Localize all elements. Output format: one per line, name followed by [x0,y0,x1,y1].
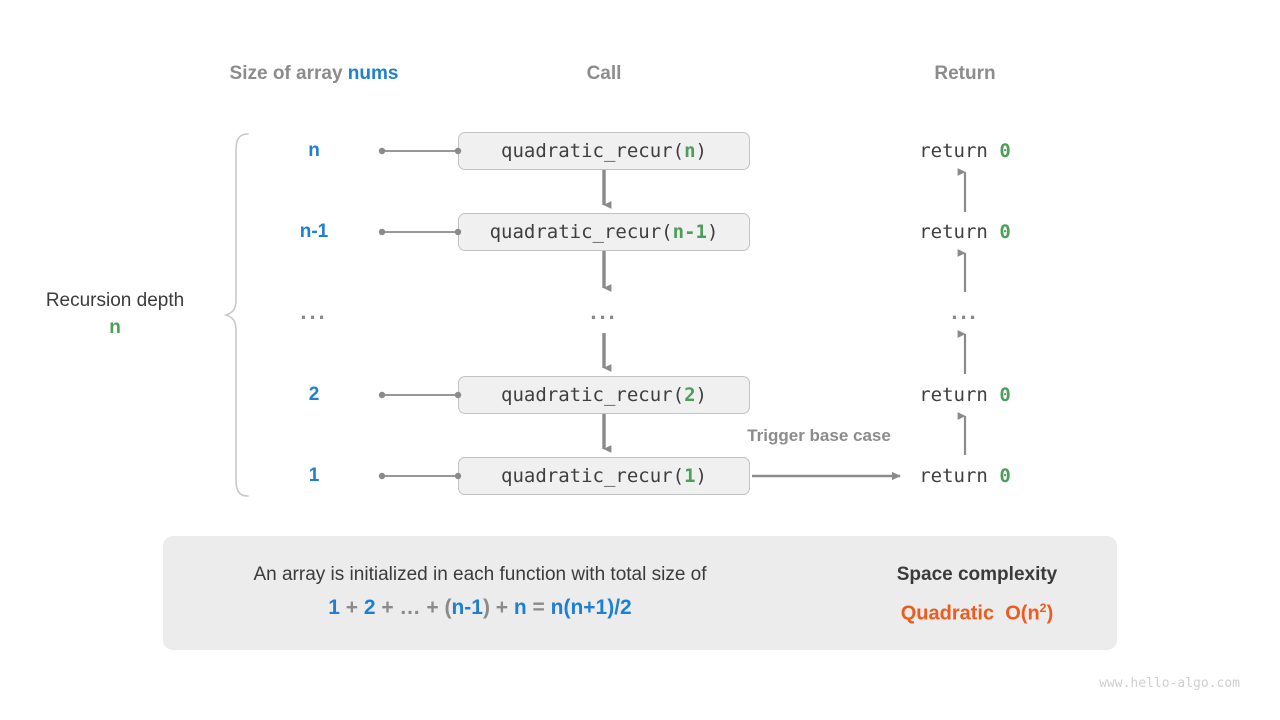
call-box-arg-row-0: n [684,140,696,162]
size-label-row-1: n-1 [299,221,329,242]
call-box-arg-row-4: 1 [684,465,696,487]
summary-formula: 1 + 2 + … + (n-1) + n = n(n+1)/2 [253,590,706,626]
recursion-depth-brace [223,133,249,497]
formula-token-12: n(n+1)/2 [550,596,632,619]
return-ellipsis-row-2: ... [951,299,979,324]
formula-token-3: + [375,596,400,619]
column-header-size: Size of array nums [230,63,399,85]
formula-token-8: ) [482,596,490,619]
size-label-row-4: 1 [308,465,320,486]
size-label-row-2: ... [300,299,328,324]
formula-token-7: n-1 [451,596,483,619]
call-box-close-row-1: ) [706,221,719,243]
summary-right-title: Space complexity [896,564,1058,585]
return-value-row-4: 0 [999,465,1011,487]
call-box-close-row-0: ) [695,140,707,162]
formula-token-10: n [513,596,527,619]
recursion-depth-title: Recursion depth [45,290,185,311]
column-header-size-code: nums [347,63,399,84]
return-row-3: return 0 [919,384,1011,406]
complexity-exponent: 2 [1039,601,1047,615]
summary-panel [163,536,1117,650]
call-box-row-0[interactable]: quadratic_recur(n) [458,132,750,170]
return-text-row-1: return [919,221,1000,243]
formula-token-2: 2 [363,596,376,619]
complexity-notation-close: ) [1046,602,1054,625]
return-row-4: return 0 [919,465,1011,487]
return-value-row-3: 0 [999,384,1011,406]
formula-token-1: + [339,596,364,619]
call-ellipsis-row-2: ... [590,299,618,324]
return-row-1: return 0 [919,221,1011,243]
watermark: www.hello-algo.com [1099,676,1240,691]
call-box-fn-row-1: quadratic_recur( [489,221,673,243]
summary-line1: An array is initialized in each function… [253,564,707,585]
call-box-arg-row-3: 2 [684,384,696,406]
formula-token-11: = [526,596,551,619]
size-label-row-0: n [308,140,320,161]
call-box-fn-row-0: quadratic_recur( [501,140,685,162]
summary-right-value: Quadratic O(n2) [897,590,1058,632]
recursion-depth-label: Recursion depth n [46,288,184,342]
call-box-arg-row-1: n-1 [672,221,707,243]
return-text-row-0: return [919,140,1000,162]
formula-token-6: ( [444,596,452,619]
size-connector-group [378,147,462,480]
call-box-row-4[interactable]: quadratic_recur(1) [458,457,750,495]
column-header-size-text: Size of array [229,63,348,84]
call-box-row-1[interactable]: quadratic_recur(n-1) [458,213,750,251]
summary-left: An array is initialized in each function… [253,560,706,626]
formula-token-0: 1 [328,596,340,619]
return-text-row-4: return [919,465,1000,487]
call-box-close-row-3: ) [695,384,707,406]
complexity-notation: O(n [1005,602,1040,625]
complexity-word: Quadratic [900,602,995,625]
call-box-fn-row-3: quadratic_recur( [501,384,685,406]
column-header-call: Call [586,63,622,84]
return-text-row-3: return [919,384,1000,406]
summary-right: Space complexity Quadratic O(n2) [897,560,1058,632]
base-case-note: Trigger base case [747,426,891,445]
return-row-0: return 0 [919,140,1011,162]
column-header-return: Return [934,63,996,84]
call-box-close-row-4: ) [695,465,707,487]
formula-token-4: … [399,596,421,619]
return-value-row-0: 0 [999,140,1011,162]
call-box-row-3[interactable]: quadratic_recur(2) [458,376,750,414]
call-box-fn-row-4: quadratic_recur( [501,465,685,487]
formula-token-9: + [489,596,514,619]
size-label-row-3: 2 [308,384,320,405]
recursion-depth-value: n [109,317,121,338]
return-value-row-1: 0 [999,221,1011,243]
formula-token-5: + [420,596,445,619]
